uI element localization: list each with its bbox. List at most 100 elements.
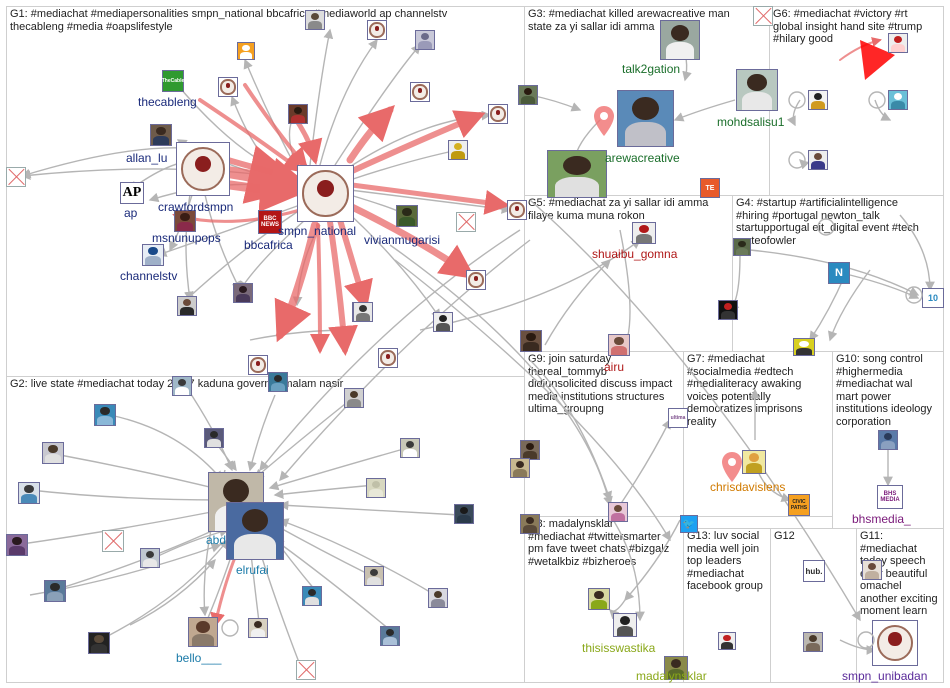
allan-lu-avatar[interactable]	[150, 124, 172, 146]
mateofowler-avatar[interactable]	[733, 238, 751, 256]
user-avatar[interactable]	[353, 302, 373, 322]
user-avatar[interactable]	[248, 618, 268, 638]
bbcafrica-label: bbcafrica	[244, 238, 293, 252]
ten-logo[interactable]: 10	[922, 288, 944, 308]
user-avatar[interactable]	[44, 580, 66, 602]
loop-edges-g2	[221, 619, 239, 637]
user-avatar[interactable]	[380, 626, 400, 646]
bello-avatar[interactable]	[188, 617, 218, 647]
user-avatar[interactable]	[172, 376, 192, 396]
missing-image-icon[interactable]	[456, 212, 476, 232]
user-avatar[interactable]	[448, 140, 468, 160]
civic-paths-logo[interactable]: CIVIC PATHS	[788, 494, 810, 516]
user-avatar[interactable]	[613, 613, 637, 637]
user-avatar[interactable]	[510, 458, 530, 478]
user-avatar[interactable]	[366, 478, 386, 498]
elrufai-avatar[interactable]	[226, 502, 284, 560]
bbc-logo[interactable]: BBC NEWS	[258, 210, 282, 234]
user-avatar[interactable]	[268, 372, 288, 392]
group-g6: G6: #mediachat #victory #rt global insig…	[769, 6, 944, 196]
user-avatar[interactable]	[718, 300, 738, 320]
seal-small-icon[interactable]	[248, 355, 268, 375]
user-avatar[interactable]	[608, 502, 628, 522]
mohdsalisu1-avatar[interactable]	[736, 69, 778, 111]
channelstv-avatar[interactable]	[142, 244, 164, 266]
vivianmugarisi-avatar[interactable]	[396, 205, 418, 227]
user-avatar[interactable]	[18, 482, 40, 504]
user-avatar[interactable]	[888, 90, 908, 110]
missing-image-icon[interactable]	[296, 660, 316, 680]
te-logo[interactable]: TE	[700, 178, 720, 198]
red-arrowhead-g6	[860, 40, 895, 80]
user-avatar[interactable]	[454, 504, 474, 524]
seal-small-icon[interactable]	[507, 200, 527, 220]
seal-small-icon[interactable]	[466, 270, 486, 290]
user-avatar[interactable]	[518, 85, 538, 105]
user-avatar[interactable]	[520, 440, 540, 460]
user-avatar[interactable]	[233, 283, 253, 303]
user-avatar[interactable]	[793, 338, 815, 356]
seal-small-icon[interactable]	[367, 20, 387, 40]
smpn-national-label: smpn_national	[278, 224, 357, 238]
user-avatar[interactable]	[94, 404, 116, 426]
user-avatar[interactable]	[520, 514, 540, 534]
seal-small-icon[interactable]	[218, 77, 238, 97]
user-avatar[interactable]	[6, 534, 28, 556]
user-avatar[interactable]	[400, 438, 420, 458]
madalynsklar-avatar[interactable]	[664, 656, 688, 680]
user-avatar[interactable]	[177, 296, 197, 316]
twitter-bird-icon[interactable]: 🐦	[680, 515, 698, 533]
user-avatar[interactable]	[862, 560, 882, 580]
user-avatar[interactable]	[344, 388, 364, 408]
bhs-media-logo[interactable]: BHS MEDIA	[877, 485, 903, 509]
group-g4-title: G4: #startup #artificialintelligence #hi…	[736, 197, 919, 247]
user-avatar[interactable]	[302, 586, 322, 606]
abd-label: abd	[206, 533, 227, 547]
user-avatar[interactable]	[415, 30, 435, 50]
arewacreative-label: arewacreative	[605, 151, 680, 165]
chrisdavislens-avatar[interactable]	[742, 450, 766, 474]
user-avatar[interactable]	[88, 632, 110, 654]
user-avatar[interactable]	[808, 150, 828, 170]
group-g12-title: G12	[774, 530, 795, 542]
thecable-logo[interactable]: TheCable	[162, 70, 184, 92]
seal-small-icon[interactable]	[488, 104, 508, 124]
user-avatar[interactable]	[547, 150, 607, 198]
talk2gation-avatar[interactable]	[660, 20, 700, 60]
seal-small-icon[interactable]	[410, 82, 430, 102]
user-avatar[interactable]	[433, 312, 453, 332]
user-avatar[interactable]	[364, 566, 384, 586]
n-logo[interactable]: N	[828, 262, 850, 284]
group-g6-title: G6: #mediachat #victory #rt global insig…	[773, 8, 923, 45]
user-avatar[interactable]	[888, 33, 908, 53]
missing-image-icon[interactable]	[6, 167, 26, 187]
user-avatar[interactable]	[520, 330, 542, 352]
allan-lu-label: allan_lu	[126, 151, 168, 165]
smpn-national-node[interactable]	[297, 165, 354, 222]
missing-image-icon[interactable]	[753, 6, 773, 26]
missing-image-icon[interactable]	[102, 530, 124, 552]
crawfordsmpn-node[interactable]	[176, 142, 230, 196]
user-avatar[interactable]	[42, 442, 64, 464]
ultima-logo[interactable]: ultima	[668, 408, 688, 428]
user-avatar[interactable]	[204, 428, 224, 448]
user-avatar[interactable]	[428, 588, 448, 608]
shuaibu-gomna-avatar[interactable]	[632, 222, 656, 244]
seal-small-icon[interactable]	[378, 348, 398, 368]
user-avatar[interactable]	[878, 430, 898, 450]
user-avatar[interactable]	[808, 90, 828, 110]
thisisswastika-avatar[interactable]	[588, 588, 610, 610]
ap-logo[interactable]: AP	[120, 182, 144, 204]
smpn-unibadan-node[interactable]	[872, 620, 918, 666]
msnunupops-avatar[interactable]	[174, 210, 196, 232]
arewacreative-avatar[interactable]	[617, 90, 674, 147]
user-avatar[interactable]	[608, 334, 630, 356]
hub-logo[interactable]: hub.	[803, 560, 825, 582]
user-avatar[interactable]	[237, 42, 255, 60]
user-avatar[interactable]	[803, 632, 823, 652]
user-avatar[interactable]	[305, 10, 325, 30]
user-avatar[interactable]	[140, 548, 160, 568]
user-avatar[interactable]	[718, 632, 736, 650]
user-avatar[interactable]	[288, 104, 308, 124]
